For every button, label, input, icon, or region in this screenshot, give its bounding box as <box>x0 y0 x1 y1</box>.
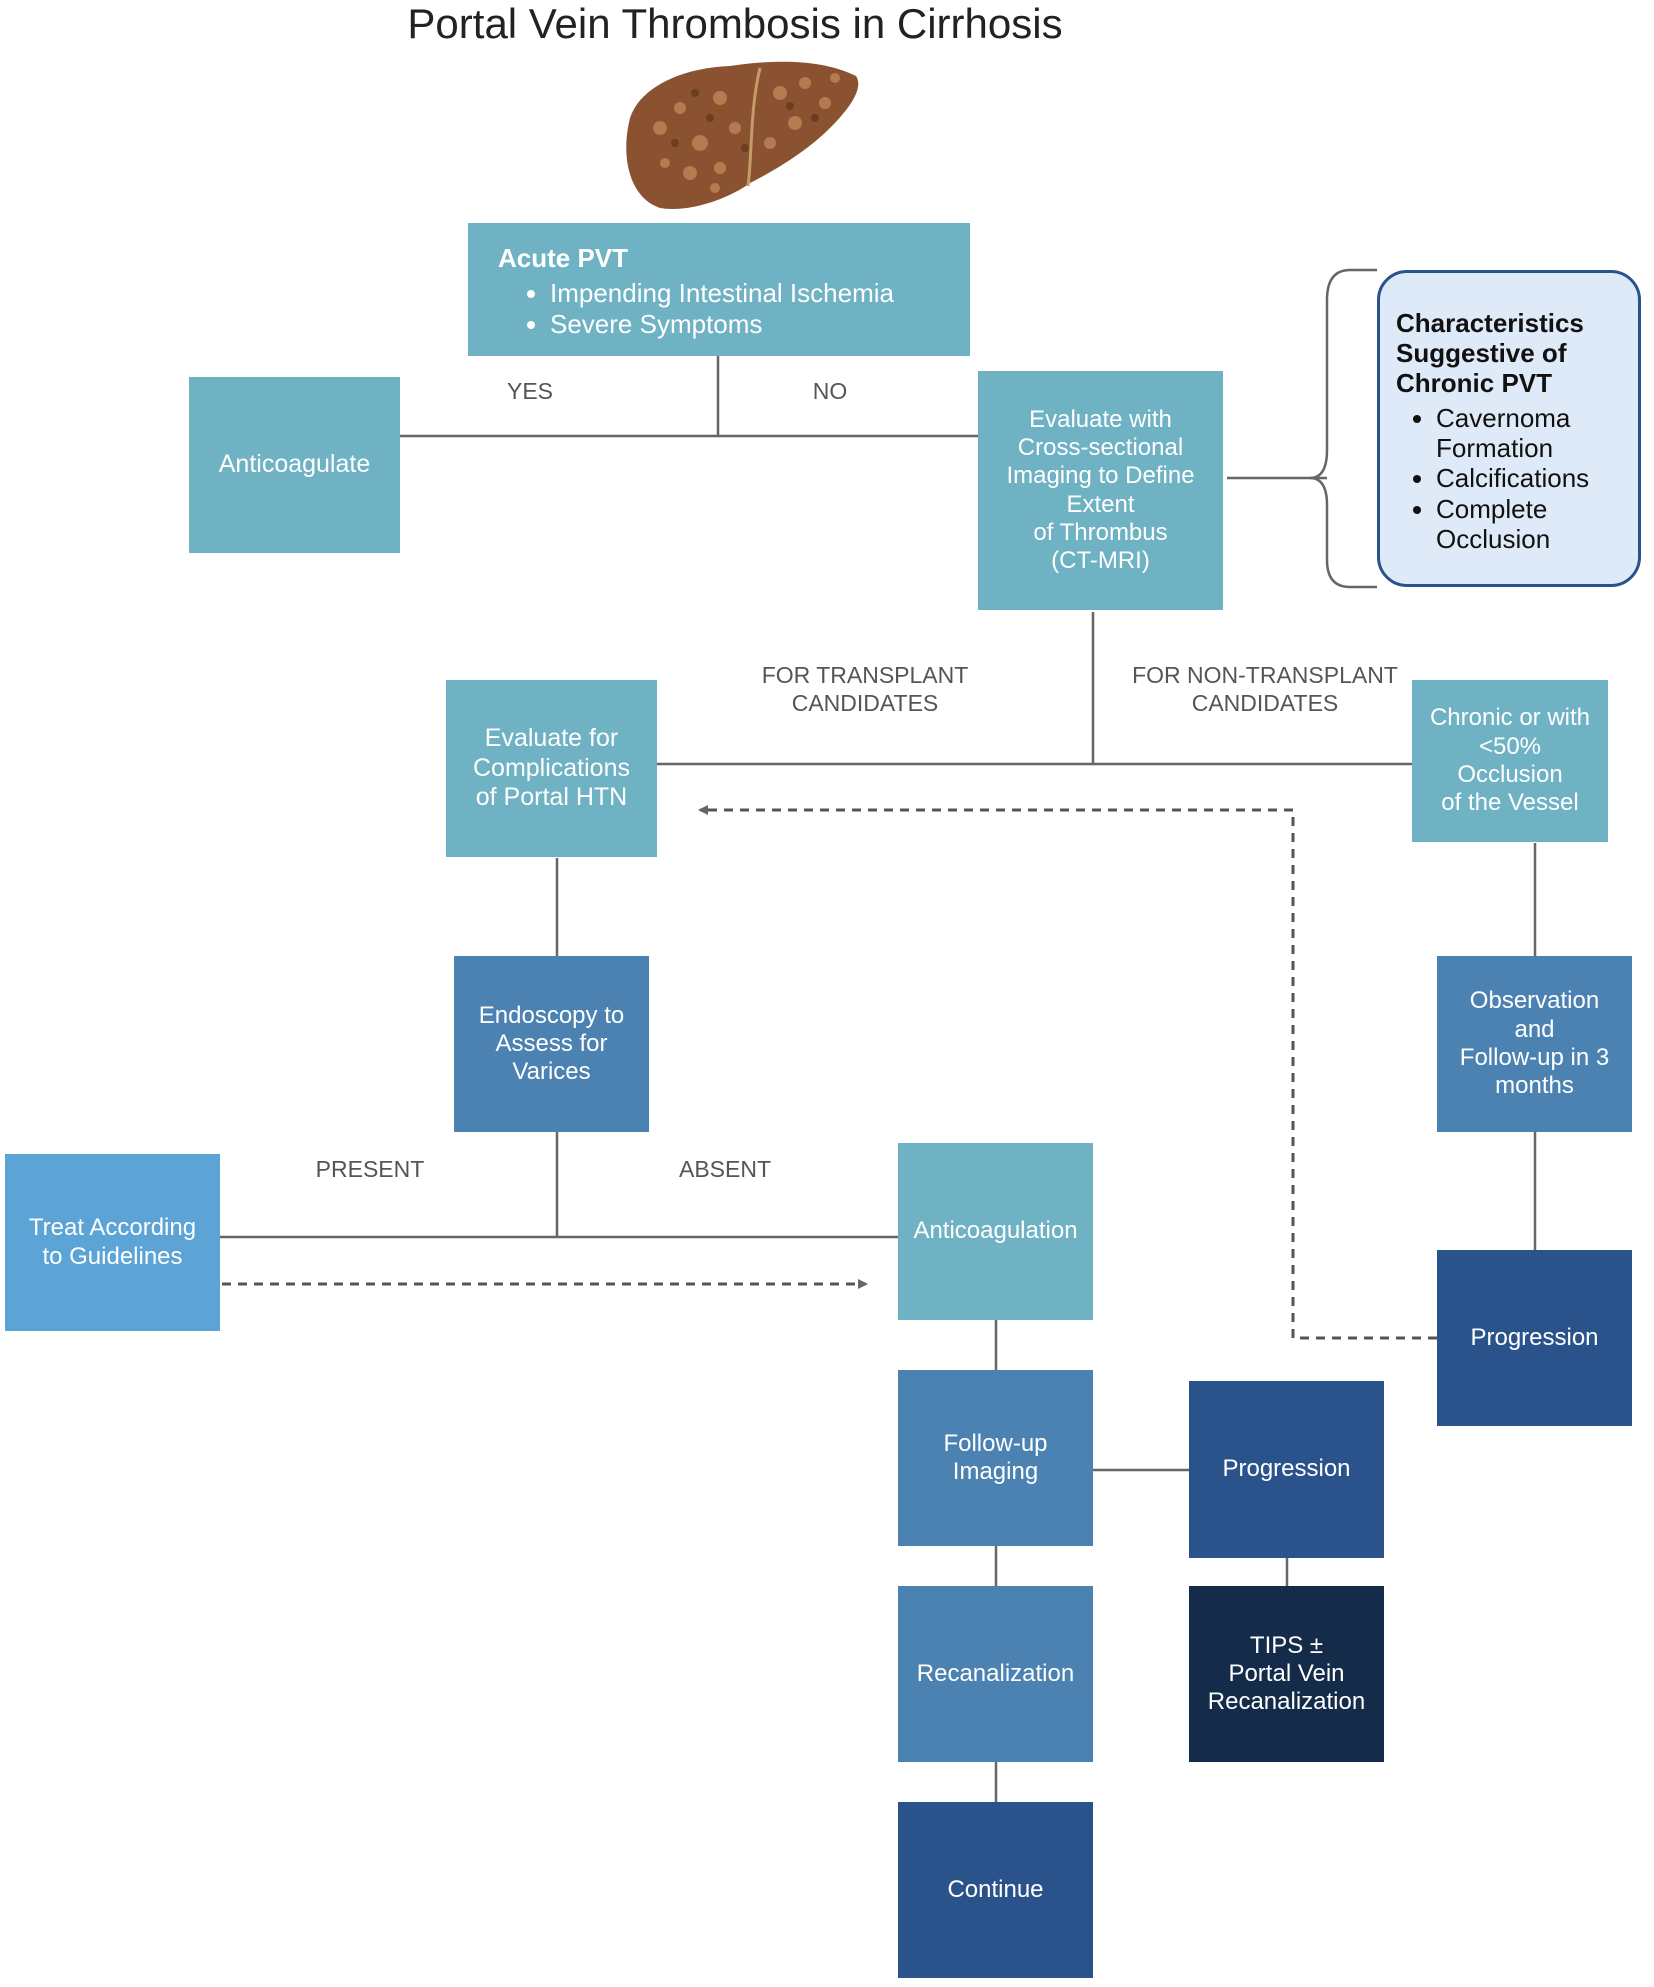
dashed-progression-return <box>698 805 1437 1340</box>
anticoagulate-box: Anticoagulate <box>189 377 400 553</box>
anticoagulation-box: Anticoagulation <box>898 1143 1093 1320</box>
edge-label-present: PRESENT <box>315 1156 425 1182</box>
acute-pvt-heading: Acute PVT <box>498 243 629 273</box>
bracket-chronic <box>1309 268 1377 589</box>
progression-right-box: Progression <box>1437 1250 1632 1426</box>
edge-label-non-transplant: FOR NON-TRANSPLANT CANDIDATES <box>1132 662 1398 716</box>
acute-pvt-criterion: Severe Symptoms <box>550 309 940 340</box>
edge-label-transplant: FOR TRANSPLANT CANDIDATES <box>761 662 969 716</box>
followup-imaging-box: Follow-up Imaging <box>898 1370 1093 1546</box>
progression-mid-box: Progression <box>1189 1381 1384 1558</box>
acute-pvt-box: Acute PVT Impending Intestinal Ischemia … <box>468 223 970 356</box>
observation-box: Observation and Follow-up in 3 months <box>1437 956 1632 1132</box>
chronic-occlusion-box: Chronic or with <50% Occlusion of the Ve… <box>1412 680 1608 842</box>
acute-pvt-criterion: Impending Intestinal Ischemia <box>550 278 940 309</box>
chronic-pvt-characteristic: Cavernoma Formation <box>1436 403 1624 464</box>
evaluate-imaging-box: Evaluate with Cross-sectional Imaging to… <box>978 371 1223 610</box>
chronic-pvt-callout: Characteristics Suggestive of Chronic PV… <box>1377 270 1641 587</box>
evaluate-complications-box: Evaluate for Complications of Portal HTN <box>446 680 657 857</box>
chronic-pvt-heading: Characteristics Suggestive of Chronic PV… <box>1396 308 1584 398</box>
chronic-pvt-characteristic: Complete Occlusion <box>1436 494 1624 555</box>
diagram-title: Portal Vein Thrombosis in Cirrhosis <box>407 0 1063 47</box>
acute-pvt-criteria: Impending Intestinal Ischemia Severe Sym… <box>498 278 940 340</box>
endoscopy-box: Endoscopy to Assess for Varices <box>454 956 649 1132</box>
treat-guidelines-box: Treat According to Guidelines <box>5 1154 220 1331</box>
edge-label-yes: YES <box>506 378 554 404</box>
chronic-pvt-characteristic: Calcifications <box>1436 463 1624 493</box>
edge-label-absent: ABSENT <box>678 1156 772 1182</box>
continue-box: Continue <box>898 1802 1093 1978</box>
liver-icon <box>626 61 859 209</box>
chronic-pvt-characteristics: Cavernoma Formation Calcifications Compl… <box>1396 403 1624 555</box>
recanalization-box: Recanalization <box>898 1586 1093 1762</box>
tips-box: TIPS ± Portal Vein Recanalization <box>1189 1586 1384 1762</box>
edge-label-no: NO <box>812 378 848 404</box>
